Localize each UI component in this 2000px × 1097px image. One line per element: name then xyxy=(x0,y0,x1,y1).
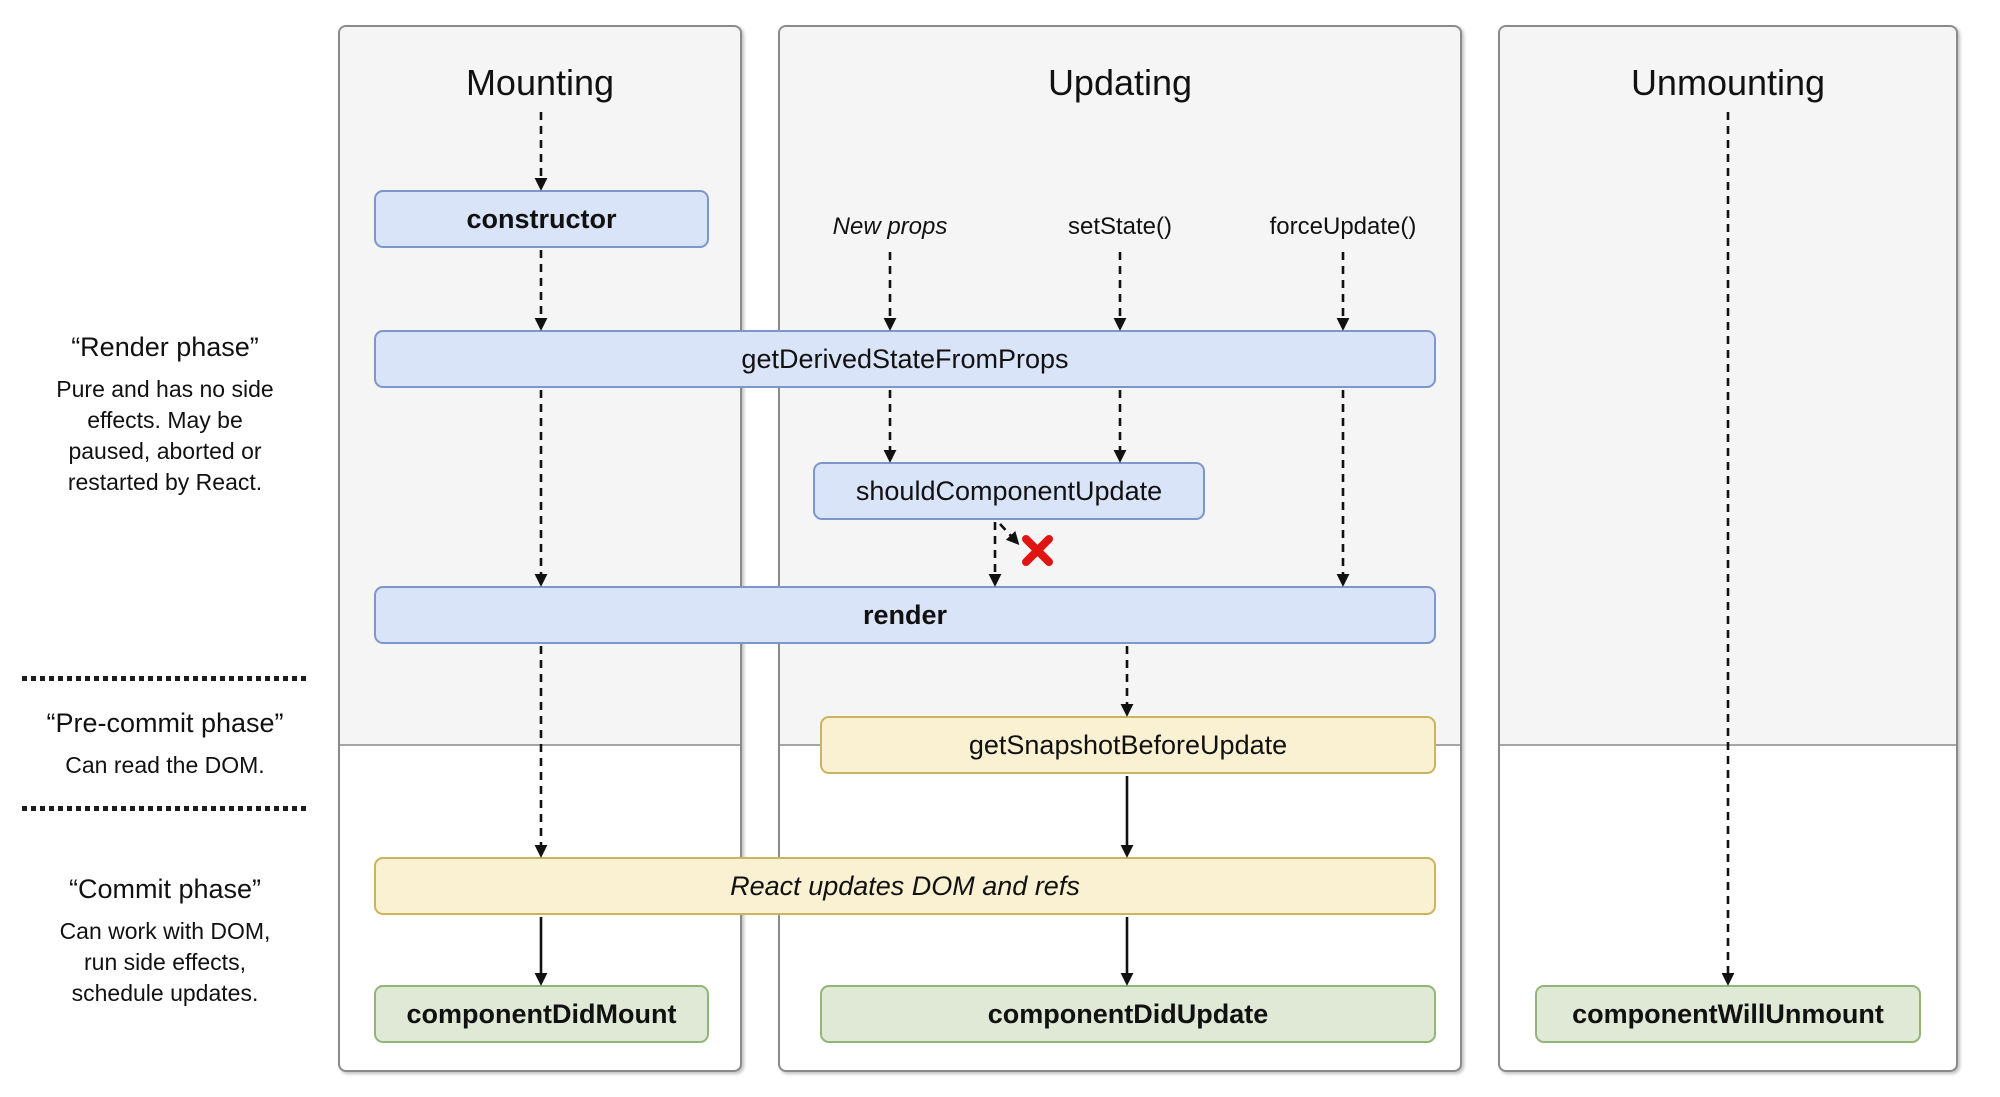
method-box-get-derived-state-from-props: getDerivedStateFromProps xyxy=(374,330,1436,388)
method-box-component-did-mount: componentDidMount xyxy=(374,985,709,1043)
trigger-force-update: forceUpdate() xyxy=(1269,213,1417,240)
trigger-set-state: setState() xyxy=(1067,213,1173,240)
updating-column-title: Updating xyxy=(1047,62,1193,103)
method-box-get-snapshot-before-update: getSnapshotBeforeUpdate xyxy=(820,716,1436,774)
dotted-divider-bottom xyxy=(22,806,306,811)
method-box-constructor: constructor xyxy=(374,190,709,248)
pre-commit-phase-label: “Pre-commit phase” Can read the DOM. xyxy=(15,706,315,781)
pre-commit-phase-title: “Pre-commit phase” xyxy=(46,708,284,738)
render-phase-title: “Render phase” xyxy=(71,332,259,362)
trigger-new-props: New props xyxy=(832,213,948,240)
commit-phase-label: “Commit phase” Can work with DOM, run si… xyxy=(15,872,315,1009)
dotted-divider-top xyxy=(22,676,306,681)
phase-sidebar: “Render phase” Pure and has no side effe… xyxy=(0,0,330,1097)
method-box-component-did-update: componentDidUpdate xyxy=(820,985,1436,1043)
unmounting-column: Unmounting xyxy=(1498,25,1958,1072)
method-box-component-will-unmount: componentWillUnmount xyxy=(1535,985,1921,1043)
unmounting-column-title: Unmounting xyxy=(1630,62,1826,103)
render-phase-label: “Render phase” Pure and has no side effe… xyxy=(15,330,315,498)
method-box-render: render xyxy=(374,586,1436,644)
commit-phase-title: “Commit phase” xyxy=(68,874,262,904)
react-updates-dom-box: React updates DOM and refs xyxy=(374,857,1436,915)
pre-commit-phase-desc: Can read the DOM. xyxy=(65,752,265,778)
mounting-column-title: Mounting xyxy=(465,62,615,103)
unmounting-render-phase-zone xyxy=(1500,27,1956,746)
method-box-should-component-update: shouldComponentUpdate xyxy=(813,462,1205,520)
render-phase-desc: Pure and has no side effects. May be pau… xyxy=(56,376,274,495)
commit-phase-desc: Can work with DOM, run side effects, sch… xyxy=(59,918,271,1006)
